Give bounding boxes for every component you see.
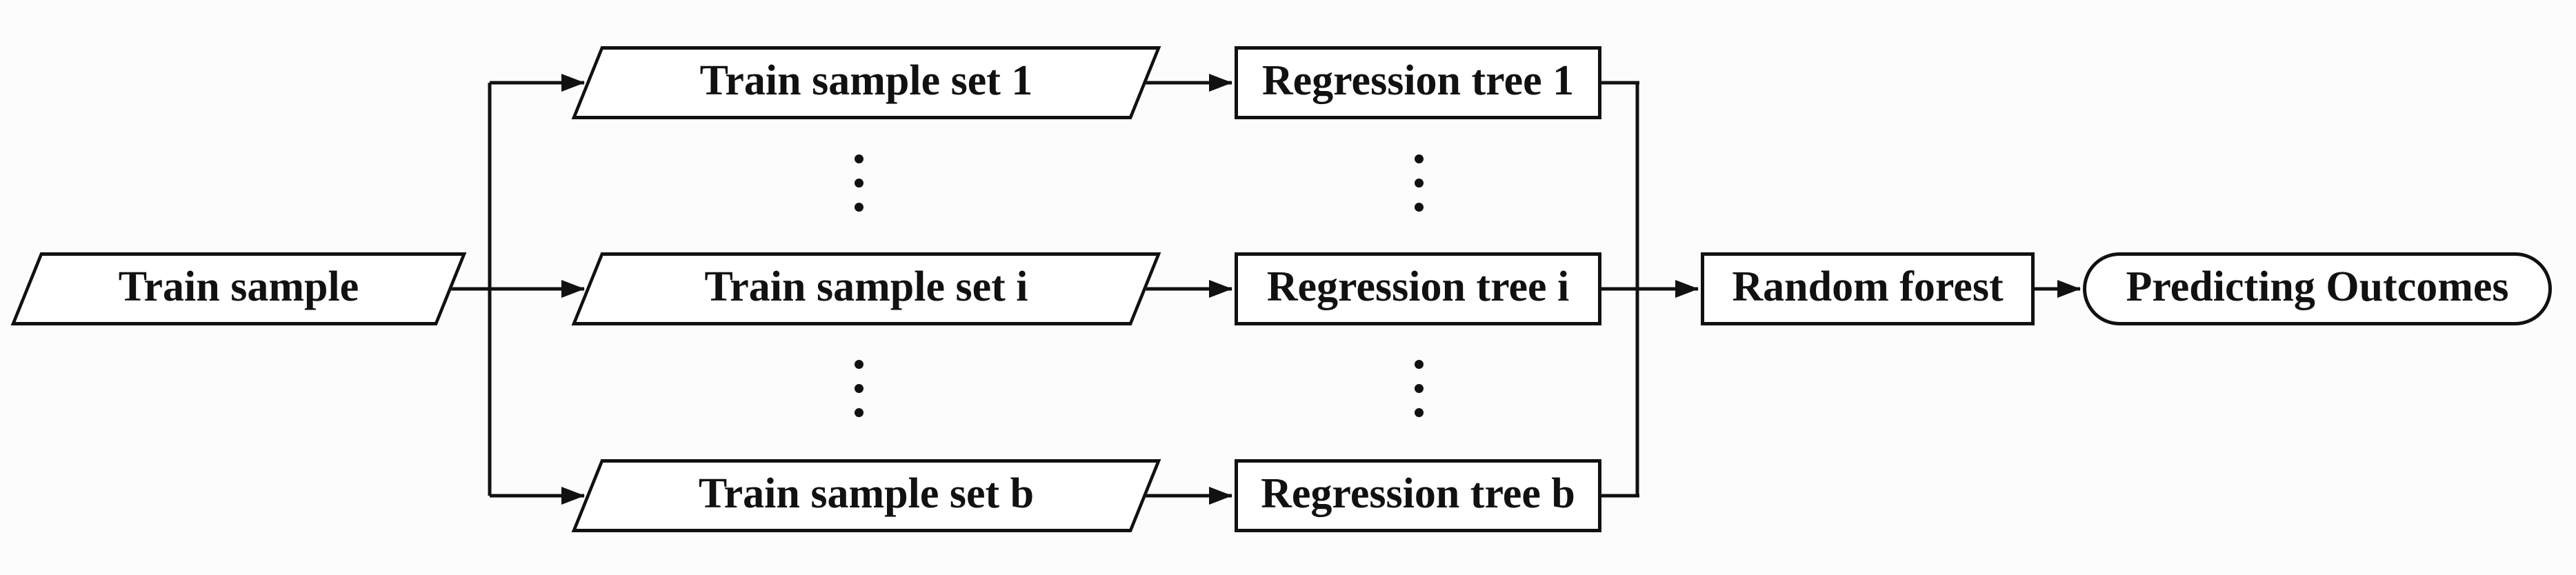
node-label: Regression tree i xyxy=(1266,263,1570,310)
node-label: Regression tree 1 xyxy=(1261,57,1575,104)
node-label: Train sample xyxy=(118,263,359,310)
node-regression-tree-1: Regression tree 1 xyxy=(1235,46,1601,119)
node-label: Regression tree b xyxy=(1261,470,1575,517)
node-train-sample-set-i: Train sample set i xyxy=(571,252,1161,325)
node-train-sample-set-1: Train sample set 1 xyxy=(571,46,1161,119)
vertical-ellipsis xyxy=(854,154,863,212)
node-predicting-outcomes: Predicting Outcomes xyxy=(2083,252,2552,325)
node-regression-tree-i: Regression tree i xyxy=(1235,252,1601,325)
node-label: Train sample set 1 xyxy=(699,57,1033,104)
node-random-forest: Random forest xyxy=(1701,252,2035,325)
stadium-shape xyxy=(2083,252,2552,325)
node-label: Train sample set i xyxy=(704,263,1028,310)
node-label: Train sample set b xyxy=(698,470,1035,517)
vertical-ellipsis xyxy=(854,360,863,417)
node-regression-tree-b: Regression tree b xyxy=(1235,459,1601,532)
node-train-sample-set-b: Train sample set b xyxy=(571,459,1161,532)
rectangle-shape xyxy=(1235,46,1601,119)
node-label: Predicting Outcomes xyxy=(2126,263,2509,310)
vertical-ellipsis xyxy=(1414,360,1424,417)
rectangle-shape xyxy=(1235,252,1601,325)
node-train-sample: Train sample xyxy=(10,252,467,325)
rectangle-shape xyxy=(1701,252,2035,325)
rectangle-shape xyxy=(1235,459,1601,532)
vertical-ellipsis xyxy=(1414,154,1424,212)
node-label: Random forest xyxy=(1732,263,2004,310)
